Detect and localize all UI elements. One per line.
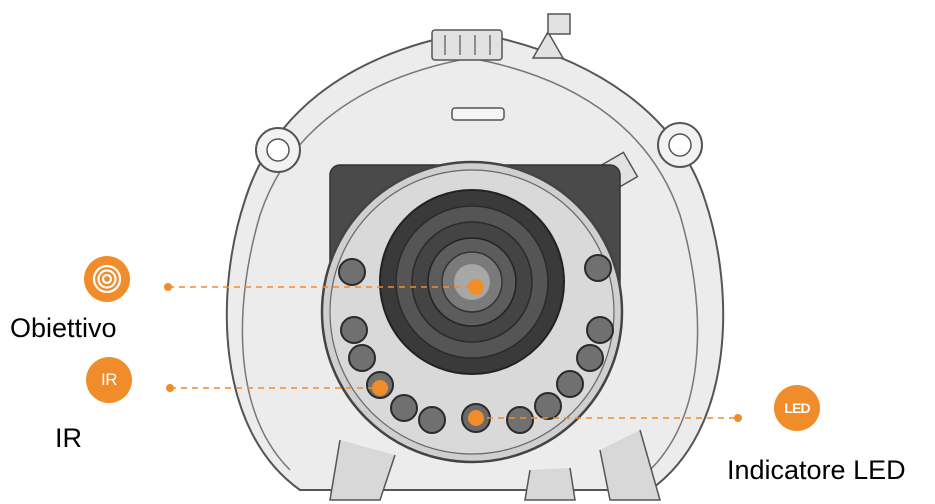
callout-lines: [168, 286, 738, 419]
lens-callout-dot-end: [468, 279, 484, 295]
led-badge-text: LED: [784, 400, 810, 416]
callout-dots: [164, 279, 742, 426]
led-label: Indicatore LED: [727, 455, 906, 485]
lens-badge: [84, 256, 130, 302]
led-callout-dot-start: [468, 410, 484, 426]
led-callout-dot-end: [734, 414, 742, 422]
ir-callout-dot-end: [372, 380, 388, 396]
lens-label: Obiettivo: [10, 313, 117, 343]
lens-callout-dot-start: [164, 283, 172, 291]
ir-badge: IR: [86, 357, 132, 403]
concentric-rings-icon: [92, 264, 122, 294]
ir-badge-text: IR: [101, 370, 118, 389]
ir-label: IR: [55, 423, 82, 453]
led-badge: LED: [774, 385, 820, 431]
ir-callout-dot-start: [166, 384, 174, 392]
lens-module: [320, 160, 624, 464]
